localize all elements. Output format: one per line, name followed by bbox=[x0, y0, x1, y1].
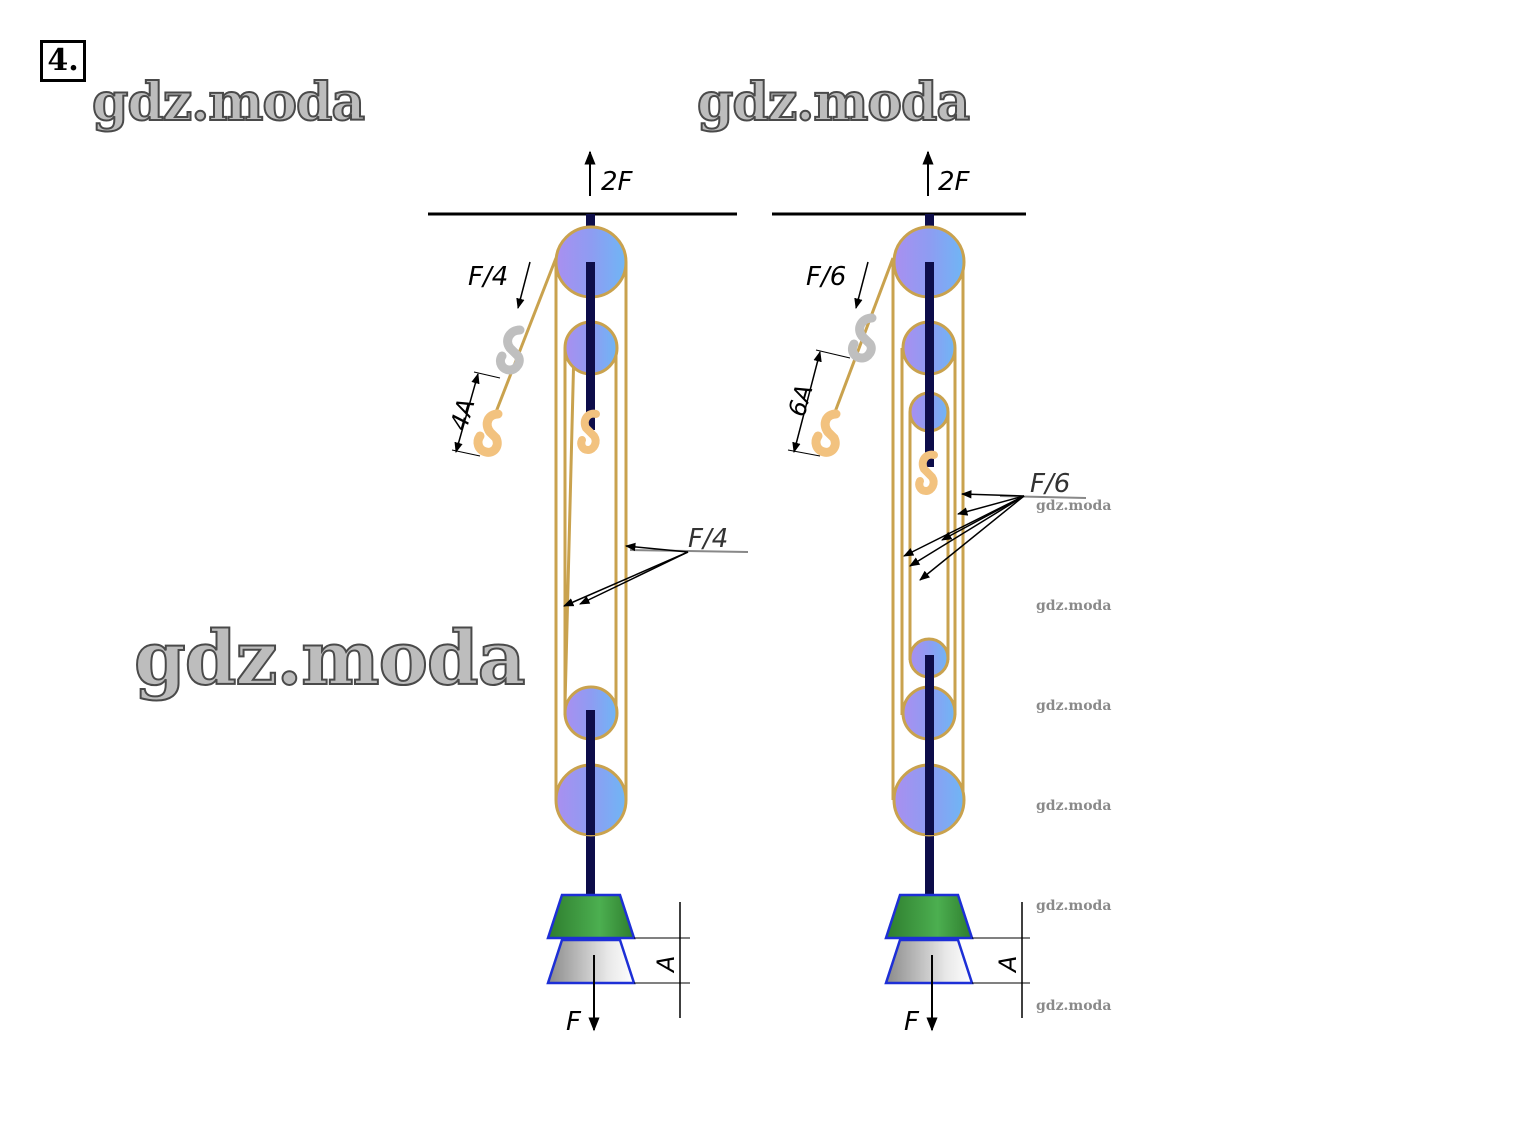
left-pulley-system: 2F F/4 bbox=[428, 150, 749, 1037]
left-hook-travel-dim bbox=[454, 372, 480, 454]
left-hook-grey bbox=[495, 325, 525, 375]
left-rope-force-label: F/4 bbox=[468, 262, 508, 292]
right-hook-travel-dim bbox=[792, 350, 822, 454]
watermark-small: gdz.moda bbox=[1036, 898, 1112, 914]
watermark-small: gdz.moda bbox=[1036, 698, 1112, 714]
left-hook-middle bbox=[577, 409, 600, 455]
right-inner-force-arrow-1 bbox=[960, 490, 1025, 499]
left-hook-orange bbox=[473, 409, 503, 457]
left-inner-force-arrow-3 bbox=[579, 551, 689, 605]
watermark-small: gdz.moda bbox=[1036, 598, 1112, 614]
left-rope-force-arrow bbox=[516, 261, 531, 310]
right-hook-travel-label: 6A bbox=[783, 381, 819, 419]
left-inner-force-arrow-1 bbox=[624, 542, 689, 553]
left-top-force-label: 2F bbox=[601, 167, 634, 197]
left-rope-to-hook bbox=[494, 257, 558, 413]
right-hook-middle bbox=[915, 450, 938, 496]
left-inner-force-label: F/4 bbox=[688, 524, 728, 554]
right-rope-outer bbox=[891, 262, 965, 800]
right-load-top bbox=[884, 893, 974, 940]
right-inner-force-label: F/6 bbox=[1030, 469, 1070, 499]
right-inner-force-arrow-5 bbox=[919, 495, 1025, 581]
right-top-force-label: 2F bbox=[938, 167, 971, 197]
right-rope-force-arrow bbox=[854, 261, 869, 310]
left-load-bottom bbox=[546, 938, 636, 985]
right-inner-force-arrow-2 bbox=[956, 495, 1025, 516]
watermark-large: gdz.moda bbox=[696, 71, 971, 134]
left-rope-outer bbox=[554, 262, 628, 800]
right-load-travel-label: A bbox=[994, 956, 1022, 974]
right-inner-force-arrow-4 bbox=[909, 495, 1025, 567]
watermark-small: gdz.moda bbox=[1036, 998, 1112, 1014]
left-rope-inner bbox=[563, 347, 618, 715]
watermark-large: gdz.moda bbox=[91, 71, 366, 134]
left-load-force-label: F bbox=[566, 1007, 582, 1037]
problem-number: 4. bbox=[40, 40, 86, 82]
watermark-small: gdz.moda bbox=[1036, 798, 1112, 814]
right-hook-orange bbox=[811, 409, 841, 457]
right-inner-force-arrow-6 bbox=[941, 495, 1025, 541]
watermark-small: gdz.moda bbox=[1036, 498, 1112, 514]
watermark-large: gdz.moda bbox=[133, 615, 527, 703]
right-pulley-system: 2F F/6 6A F/6 bbox=[772, 150, 1087, 1037]
right-rope-force-label: F/6 bbox=[806, 262, 846, 292]
left-load-travel-label: A bbox=[652, 956, 680, 974]
left-hook-travel-label: 4A bbox=[445, 395, 481, 433]
left-load-top bbox=[546, 893, 636, 940]
right-load-bottom bbox=[884, 938, 974, 985]
right-load-force-label: F bbox=[904, 1007, 920, 1037]
right-hook-grey bbox=[847, 313, 877, 363]
right-rope-mid bbox=[900, 348, 957, 715]
